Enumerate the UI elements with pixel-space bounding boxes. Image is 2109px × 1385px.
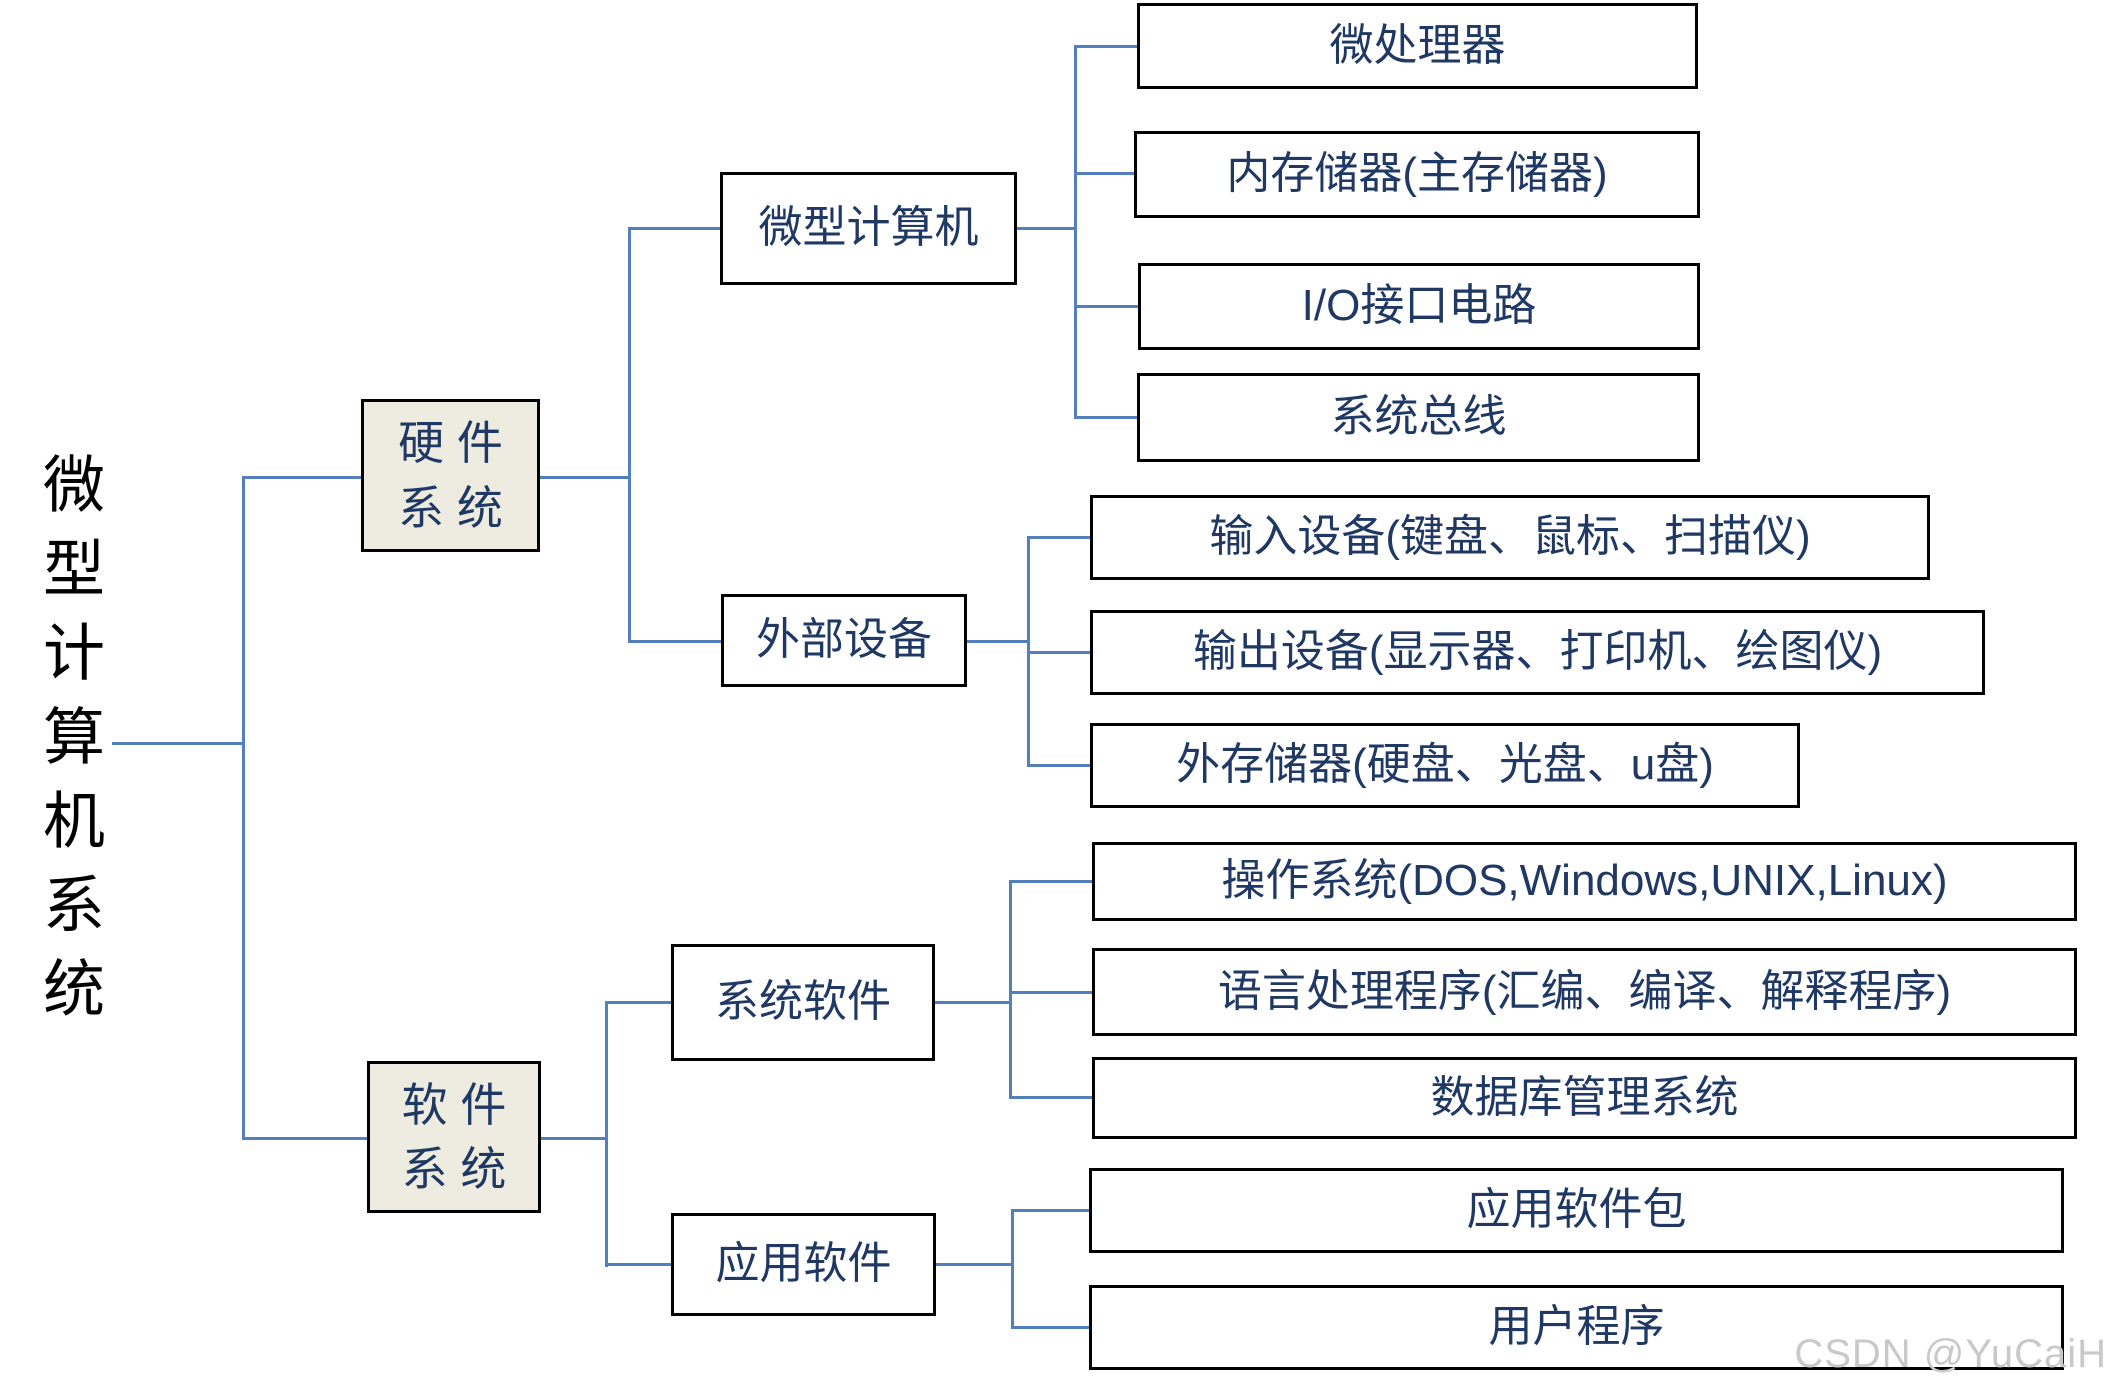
connector-stub-os (1011, 880, 1092, 883)
software-system-label-line2: 系 统 (401, 1143, 507, 1195)
node-cpu: 微处理器 (1137, 3, 1698, 89)
node-language-processor: 语言处理程序(汇编、编译、解释程序) (1092, 948, 2077, 1036)
connector-root-horizontal (112, 742, 243, 745)
node-user-program: 用户程序 (1089, 1285, 2064, 1370)
node-input-devices: 输入设备(键盘、鼠标、扫描仪) (1090, 495, 1930, 580)
connector-peripherals-out (967, 640, 1029, 643)
node-peripherals: 外部设备 (721, 594, 967, 687)
node-dbms: 数据库管理系统 (1092, 1057, 2077, 1139)
connector-stub-external-storage (1029, 764, 1090, 767)
root-node-label: 微型计算机系统 (33, 452, 102, 1040)
connector-stub-dbms (1011, 1096, 1092, 1099)
connector-stub-io (1076, 305, 1138, 308)
node-external-storage: 外存储器(硬盘、光盘、u盘) (1090, 723, 1800, 808)
connector-system-software-out (935, 1001, 1011, 1004)
connector-trunk-software (605, 1001, 608, 1267)
node-io-interface: I/O接口电路 (1138, 263, 1700, 350)
node-memory: 内存储器(主存储器) (1134, 131, 1700, 218)
connector-stub-app-package (1013, 1209, 1089, 1212)
connector-stub-bus (1076, 416, 1137, 419)
connector-stub-system-software (607, 1001, 671, 1004)
node-application-software: 应用软件 (671, 1213, 936, 1316)
connector-trunk-hardware (628, 227, 631, 643)
connector-software-out (541, 1137, 607, 1140)
connector-stub-microcomputer (630, 227, 720, 230)
connector-stub-cpu (1076, 45, 1137, 48)
node-output-devices: 输出设备(显示器、打印机、绘图仪) (1090, 610, 1985, 695)
connector-stub-application-software (607, 1263, 671, 1266)
node-software-system: 软 件 系 统 (367, 1061, 541, 1213)
connector-stub-peripherals (630, 640, 721, 643)
connector-stub-language-processor (1011, 991, 1092, 994)
connector-trunk-microcomputer (1074, 45, 1077, 419)
connector-trunk-application-software (1011, 1209, 1014, 1329)
node-microcomputer: 微型计算机 (720, 172, 1017, 285)
connector-trunk-level1 (242, 476, 245, 1140)
connector-trunk-peripherals (1027, 536, 1030, 767)
connector-stub-output-devices (1029, 651, 1090, 654)
software-system-label-line1: 软 件 (401, 1078, 507, 1131)
connector-stub-hardware (243, 476, 361, 479)
connector-application-software-out (936, 1263, 1013, 1266)
node-operating-system: 操作系统(DOS,Windows,UNIX,Linux) (1092, 842, 2077, 921)
connector-hardware-out (540, 476, 630, 479)
hardware-system-label-line1: 硬 件 (398, 417, 503, 470)
connector-stub-user-program (1013, 1326, 1089, 1329)
connector-stub-memory (1076, 172, 1134, 175)
node-app-package: 应用软件包 (1089, 1168, 2064, 1253)
connector-trunk-system-software (1009, 880, 1012, 1099)
connector-stub-software (243, 1137, 367, 1140)
watermark: CSDN @YuCaiH (1794, 1332, 2107, 1376)
node-system-software: 系统软件 (671, 944, 935, 1061)
connector-microcomputer-out (1017, 227, 1076, 230)
node-system-bus: 系统总线 (1137, 373, 1700, 462)
node-hardware-system: 硬 件 系 统 (361, 399, 540, 552)
hardware-system-label-line2: 系 统 (398, 481, 503, 534)
connector-stub-input-devices (1029, 536, 1090, 539)
